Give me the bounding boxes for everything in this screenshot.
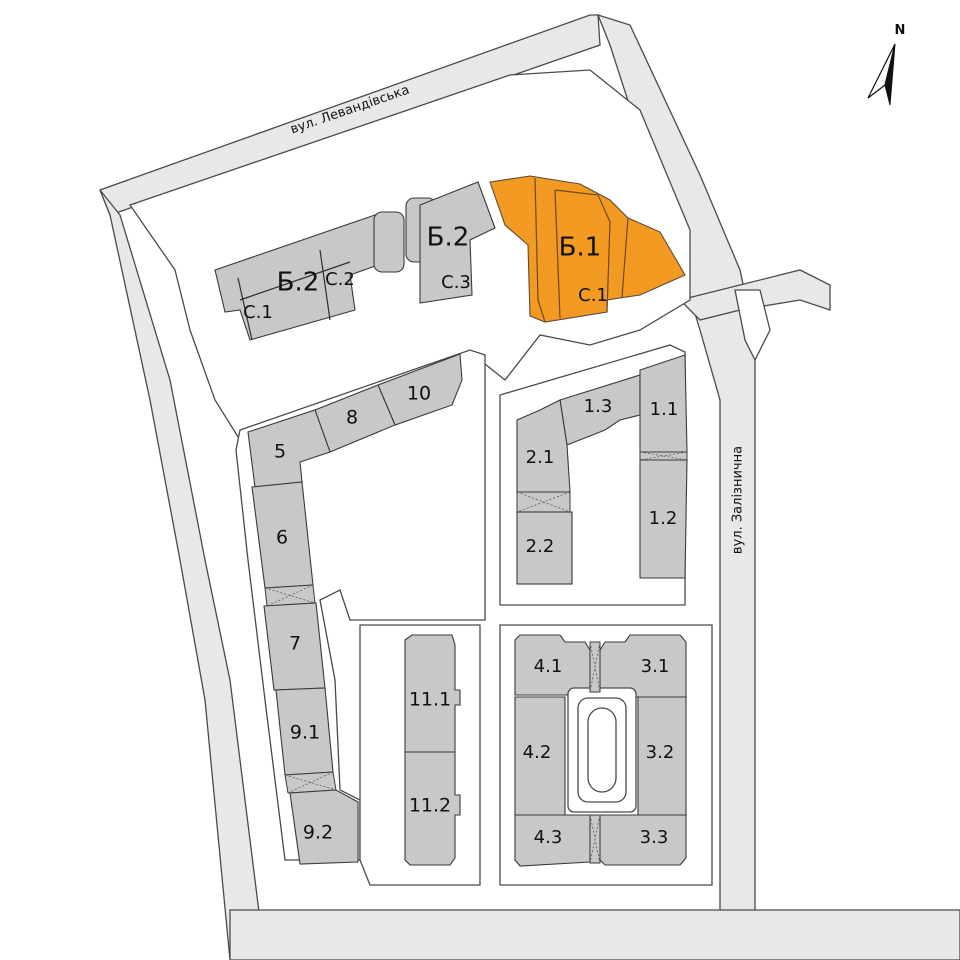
building-b2-west[interactable]: Б.2 С.1 С.2 xyxy=(214,214,379,341)
street-zaliznychna: вул. Залізнична xyxy=(731,446,746,554)
building-b2-east-label: Б.2 xyxy=(427,223,470,253)
archway-6-7 xyxy=(264,584,316,607)
building-section-11-1[interactable]: 11.1 xyxy=(404,634,461,753)
building-b1[interactable]: Б.1 С.1 xyxy=(489,175,686,323)
archway-2 xyxy=(516,491,571,513)
section-9-1-label: 9.1 xyxy=(290,722,320,744)
section-2-1-label: 2.1 xyxy=(526,447,555,468)
road-network xyxy=(99,13,960,960)
section-c1-label: С.1 xyxy=(243,302,273,323)
section-3-1-label: 3.1 xyxy=(641,656,670,677)
building-section-3-3[interactable]: 3.3 xyxy=(599,814,687,866)
section-11-1-label: 11.1 xyxy=(409,689,451,711)
section-1-1-label: 1.1 xyxy=(650,399,679,420)
section-b1-c1-label: С.1 xyxy=(578,285,608,306)
section-11-2-label: 11.2 xyxy=(409,795,451,817)
section-1-2-label: 1.2 xyxy=(649,508,678,529)
section-4-2-label: 4.2 xyxy=(523,742,552,763)
building-section-9-1[interactable]: 9.1 xyxy=(275,687,334,776)
archway-courtyard xyxy=(589,641,601,864)
section-c3-label: С.3 xyxy=(441,272,471,293)
building-section-7[interactable]: 7 xyxy=(263,602,326,691)
building-b2-east[interactable]: Б.2 С.3 xyxy=(419,181,496,304)
section-2-2-label: 2.2 xyxy=(526,536,555,557)
section-6-label: 6 xyxy=(276,527,288,549)
building-section-4-3[interactable]: 4.3 xyxy=(514,814,591,867)
section-1-3-label: 1.3 xyxy=(584,396,613,417)
north-arrow-shadow-icon xyxy=(884,43,896,106)
section-8-label: 8 xyxy=(346,407,358,429)
section-7-label: 7 xyxy=(289,633,301,655)
section-4-1-label: 4.1 xyxy=(534,656,563,677)
section-3-3-label: 3.3 xyxy=(640,827,669,848)
building-section-9-2[interactable]: 9.2 xyxy=(289,789,359,865)
courtyard-center xyxy=(567,687,637,813)
building-section-11-2[interactable]: 11.2 xyxy=(404,751,461,866)
section-c2-label: С.2 xyxy=(325,269,355,290)
building-section-1-1[interactable]: 1.1 xyxy=(639,354,688,453)
building-b1-label: Б.1 xyxy=(559,233,602,263)
compass-label: N xyxy=(895,23,906,38)
archway-1 xyxy=(639,451,688,461)
section-3-2-label: 3.2 xyxy=(646,742,675,763)
north-compass: N xyxy=(867,23,906,106)
section-5-label: 5 xyxy=(274,441,286,463)
building-section-1-2[interactable]: 1.2 xyxy=(639,459,688,579)
building-section-5[interactable]: 5 xyxy=(247,409,331,488)
building-section-4-1[interactable]: 4.1 xyxy=(514,634,591,696)
building-section-4-2[interactable]: 4.2 xyxy=(514,696,566,816)
building-b2-west-label: Б.2 xyxy=(277,268,320,298)
archway-9 xyxy=(284,771,337,794)
section-10-label: 10 xyxy=(407,383,431,405)
building-section-2-2[interactable]: 2.2 xyxy=(516,511,573,585)
building-section-3-2[interactable]: 3.2 xyxy=(637,696,687,816)
section-9-2-label: 9.2 xyxy=(303,822,333,844)
section-4-3-label: 4.3 xyxy=(534,827,563,848)
